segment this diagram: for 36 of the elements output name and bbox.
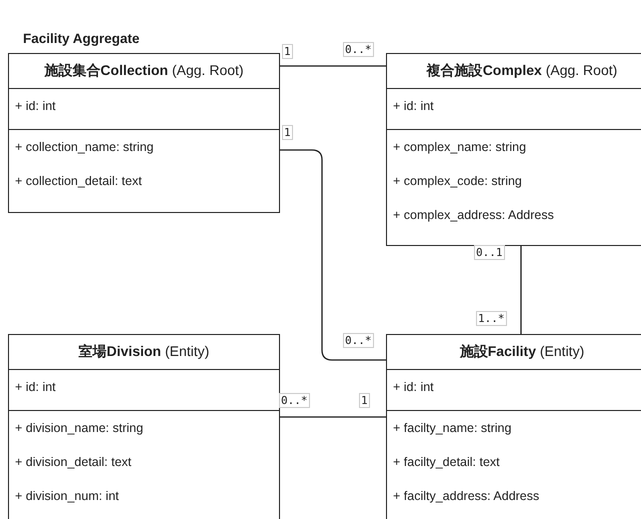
class-title: 施設集合Collection (Agg. Root) [44,62,244,80]
attribute-text: + facilty_name: string [393,420,512,437]
attribute-text: + division_num: int [15,488,120,505]
class-box [386,53,641,246]
class-title: 室場Division (Entity) [78,343,210,361]
multiplicity-label: 0..1 [474,245,504,260]
association-line [520,246,522,334]
class-box [386,334,641,519]
multiplicity-label: 0..* [343,42,374,57]
attribute-text: + id: int [15,98,57,115]
multiplicity-label: 0..* [343,333,374,348]
multiplicity-label: 1 [359,393,370,408]
attribute-text: + facilty_address: Address [393,488,540,505]
multiplicity-label: 0..* [279,393,310,408]
attribute-text: + complex_name: string [393,139,528,156]
attribute-text: + division_name: string [15,420,144,437]
attribute-text: + id: int [393,98,435,115]
attribute-text: + id: int [393,379,435,396]
multiplicity-label: 1 [282,125,293,140]
attribute-text: + complex_code: string [393,173,523,190]
association-line [280,416,386,418]
multiplicity-label: 1..* [476,311,506,326]
class-box [8,334,280,519]
class-title: 複合施設Complex (Agg. Root) [426,62,618,80]
diagram-title: Facility Aggregate [23,31,140,46]
multiplicity-label: 1 [282,44,293,59]
class-box [8,53,280,213]
attribute-text: + complex_address: Address [393,207,555,224]
attribute-text: + division_detail: text [15,454,132,471]
attribute-text: + collection_name: string [15,139,155,156]
association-line [280,149,386,361]
association-line [280,65,386,67]
attribute-text: + facilty_detail: text [393,454,501,471]
attribute-text: + collection_detail: text [15,173,143,190]
class-title: 施設Facility (Entity) [460,343,584,361]
attribute-text: + id: int [15,379,57,396]
